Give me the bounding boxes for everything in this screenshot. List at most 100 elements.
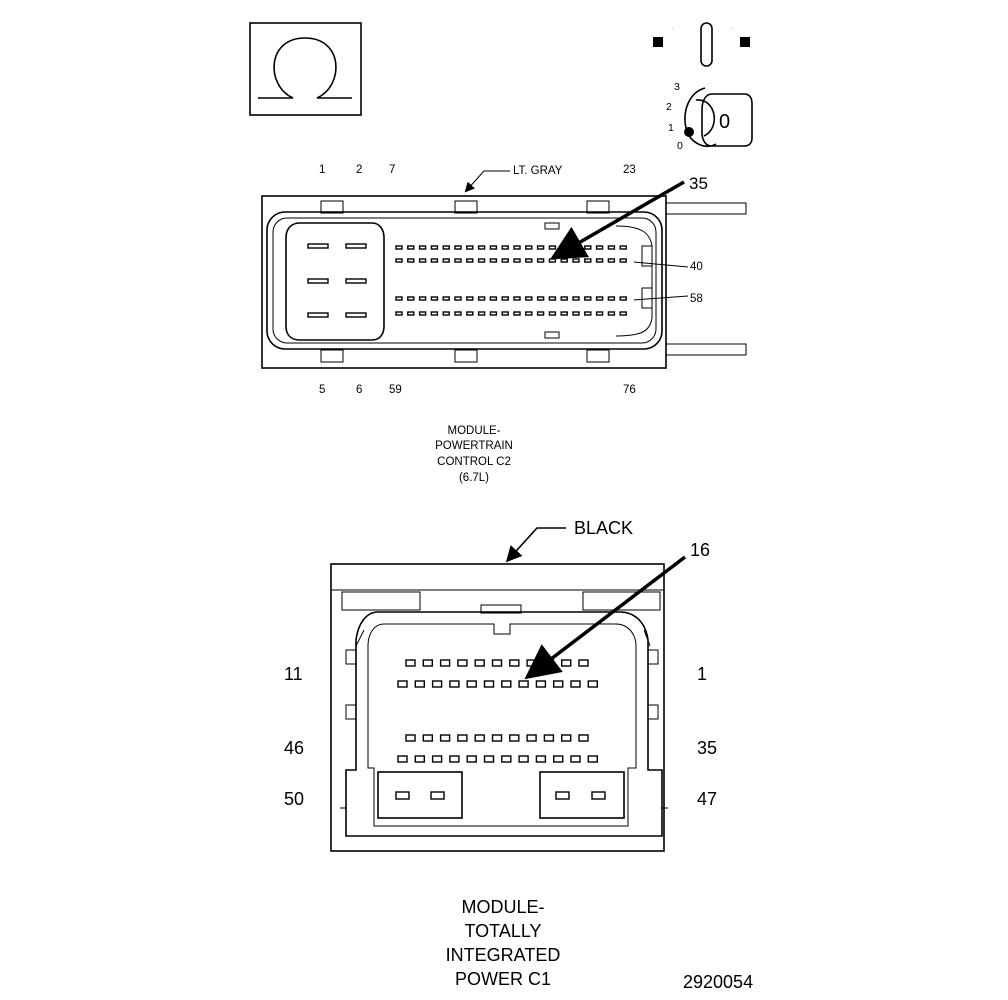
tipm-pin-cavity — [570, 755, 581, 763]
pcm-pin-cavity — [513, 258, 521, 263]
tipm-pin-cavity — [414, 755, 425, 763]
pcm-pin-cavity — [572, 311, 580, 316]
pcm-pin-cavity — [395, 245, 403, 250]
tipm-pin-46-label: 46 — [284, 738, 304, 758]
tipm-pin-cavity — [422, 734, 433, 742]
svg-text:·: · — [672, 26, 674, 32]
tipm-pin-cavity — [449, 680, 460, 688]
pcm-caption-line-3: CONTROL C2 — [437, 456, 511, 468]
pcm-pin-cavity — [489, 258, 498, 263]
pcm-pin-cavity — [560, 258, 568, 263]
pcm-pin-cavity — [548, 311, 557, 316]
pcm-pin-cavity — [607, 311, 616, 316]
pcm-pin-cavity — [395, 311, 403, 316]
pcm-pin-cavity — [418, 245, 427, 250]
tipm-power-cavity — [591, 791, 606, 800]
tipm-power-cavity — [555, 791, 570, 800]
pcm-power-cavity — [345, 312, 367, 318]
tipm-pin-cavity — [578, 659, 589, 667]
pcm-pin-cavity — [407, 296, 415, 301]
pcm-pin-cavity — [525, 296, 533, 301]
pcm-pin-cavity — [595, 311, 604, 316]
pcm-pin-cavity — [430, 258, 439, 263]
pcm-pin-cavity — [536, 245, 545, 250]
pcm-pin-cavity — [477, 311, 486, 316]
pcm-pin-2-label: 2 — [356, 164, 362, 176]
tipm-pin-cavity — [397, 680, 408, 688]
tipm-pin-cavity — [431, 755, 443, 763]
pcm-pin-cavity — [477, 245, 486, 250]
ignition-pos-0: 0 — [677, 140, 683, 152]
pcm-pin-cavity — [619, 258, 627, 263]
tipm-pin-47-label: 47 — [697, 789, 717, 809]
tipm-pin-cavity — [526, 659, 537, 667]
pcm-pin-cavity — [584, 311, 592, 316]
tipm-pin-cavity — [587, 755, 598, 763]
pcm-pin-cavity — [442, 296, 450, 301]
pcm-pin-cavity — [466, 296, 474, 301]
tipm-pin-cavity — [405, 734, 416, 742]
pcm-pin-cavity — [525, 245, 533, 250]
pcm-pin-58-label: 58 — [690, 293, 703, 305]
tipm-pin-cavity — [422, 659, 433, 667]
tipm-pin-cavity — [491, 659, 503, 667]
pcm-pin-cavity — [466, 245, 474, 250]
tipm-pin-cavity — [439, 659, 451, 667]
tipm-pin-cavity — [553, 755, 564, 763]
ignition-switch-icon: · · 3 2 1 0 0 — [653, 22, 753, 152]
tipm-pin-cavity — [543, 734, 555, 742]
tipm-pin-cavities — [395, 659, 606, 800]
tipm-pin-cavity — [405, 659, 416, 667]
pcm-pin-cavity — [430, 311, 439, 316]
tipm-c1-connector: 11 46 50 1 35 47 BLACK 16 MODULE- TOTALL… — [284, 518, 717, 989]
pcm-pin-cavity — [430, 245, 439, 250]
pcm-pin-cavity — [560, 311, 568, 316]
tipm-pin-cavity — [491, 734, 503, 742]
pcm-pin-cavity — [489, 245, 498, 250]
tipm-pin-35-label: 35 — [697, 738, 717, 758]
pcm-pin-cavity — [407, 245, 415, 250]
pcm-pin-cavity — [584, 296, 592, 301]
tipm-pin-cavity — [474, 659, 485, 667]
pcm-pin-cavity — [489, 296, 498, 301]
pcm-pin-cavity — [572, 296, 580, 301]
tipm-pin-cavity — [439, 734, 451, 742]
pcm-pin-cavity — [619, 245, 627, 250]
pcm-pin-cavity — [536, 296, 545, 301]
pcm-caption-line-1: MODULE- — [447, 425, 500, 437]
tipm-caption-line-4: POWER C1 — [455, 969, 551, 989]
pcm-pin-cavity — [407, 311, 415, 316]
pcm-pin-59-label: 59 — [389, 384, 402, 396]
pcm-pin-cavity — [548, 245, 557, 250]
pcm-pin-cavity — [501, 258, 509, 263]
tipm-pin-cavity — [457, 734, 468, 742]
pcm-pin-23-label: 23 — [623, 164, 636, 176]
pcm-pin-cavity — [607, 258, 616, 263]
tipm-pin-cavity — [561, 734, 572, 742]
tipm-pin-cavity — [449, 755, 460, 763]
pcm-pin-cavity — [513, 245, 521, 250]
tipm-color-callout: BLACK — [574, 518, 633, 538]
pcm-pin-cavity — [418, 258, 427, 263]
pcm-pin-cavity — [489, 311, 498, 316]
tipm-pin-cavity — [457, 659, 468, 667]
pcm-pin-cavity — [595, 258, 604, 263]
pcm-pin-76-label: 76 — [623, 384, 636, 396]
pcm-pin-cavity — [525, 258, 533, 263]
pcm-pin-cavity — [442, 258, 450, 263]
pcm-pin-cavity — [525, 311, 533, 316]
pcm-pin-cavity — [466, 311, 474, 316]
pcm-caption-line-2: POWERTRAIN — [435, 440, 513, 452]
pcm-pin-cavity — [548, 296, 557, 301]
tipm-caption-line-3: INTEGRATED — [446, 945, 561, 965]
pcm-pin-cavities — [307, 243, 627, 318]
pcm-pin-cavity — [536, 311, 545, 316]
pcm-pin-6-label: 6 — [356, 384, 362, 396]
pcm-pin-cavity — [607, 245, 616, 250]
tipm-pin-cavity — [518, 755, 529, 763]
tipm-pin-cavity — [501, 755, 512, 763]
tipm-pin-cavity — [466, 680, 477, 688]
tipm-pin-cavity — [466, 755, 477, 763]
pcm-pin-35-callout: 35 — [689, 174, 708, 193]
pcm-pin-5-label: 5 — [319, 384, 325, 396]
